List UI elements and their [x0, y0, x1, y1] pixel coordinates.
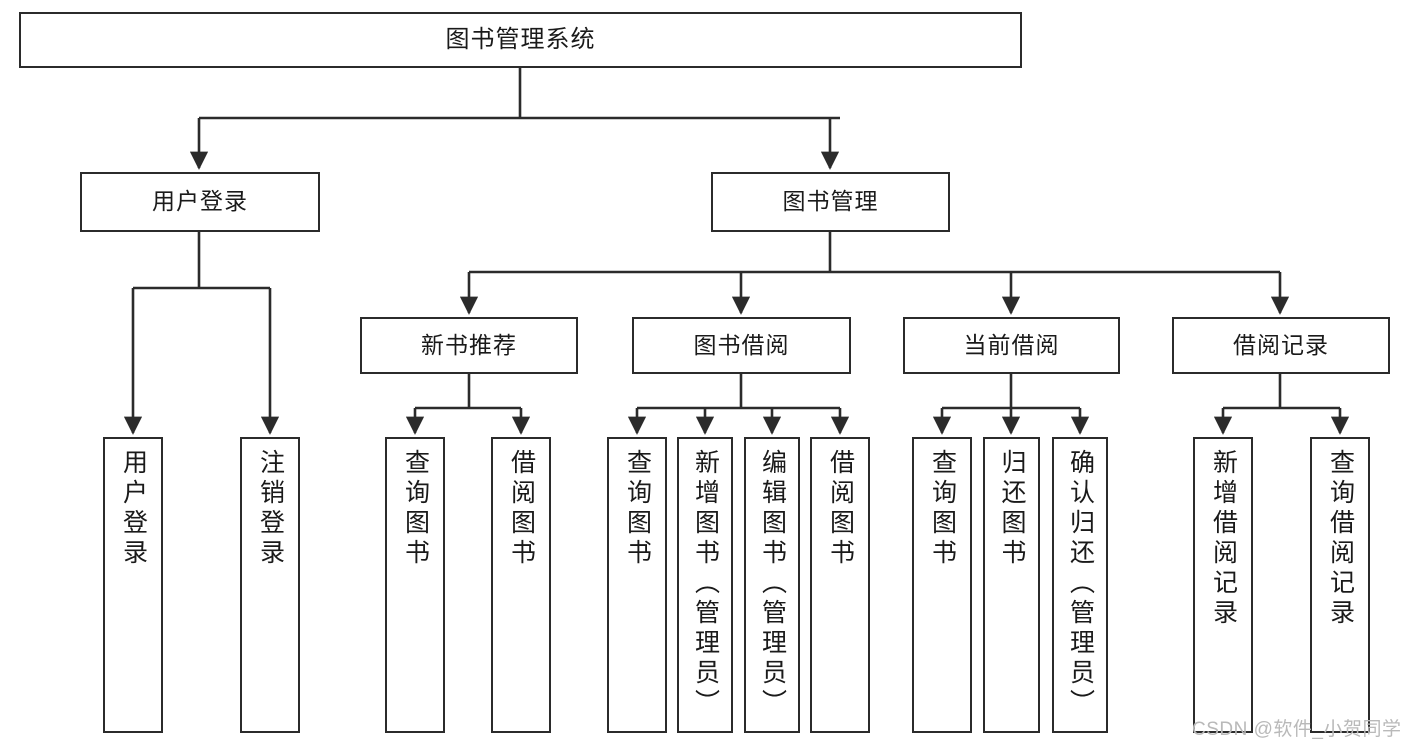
node-root-system[interactable]: 图书管理系统: [19, 12, 1022, 68]
node-label: 新增图书（管理员）: [691, 449, 720, 719]
node-leaf-add-record[interactable]: 新增借阅记录: [1193, 437, 1253, 733]
node-new-book-recommend[interactable]: 新书推荐: [360, 317, 578, 374]
node-label: 图书借阅: [693, 331, 790, 358]
node-label: 用户登录: [152, 188, 248, 215]
node-label: 归还图书: [998, 449, 1026, 569]
node-user-login[interactable]: 用户登录: [80, 172, 320, 232]
node-leaf-query-book-3[interactable]: 查询图书: [912, 437, 972, 733]
node-label: 查询图书: [623, 449, 652, 569]
node-label: 新增借阅记录: [1209, 449, 1238, 629]
node-label: 图书管理: [782, 188, 879, 215]
node-label: 新书推荐: [421, 331, 517, 358]
node-label: 注销登录: [256, 449, 285, 569]
node-leaf-add-book[interactable]: 新增图书（管理员）: [677, 437, 733, 733]
node-label: 借阅图书: [507, 449, 536, 569]
node-label: 查询图书: [401, 449, 430, 569]
watermark-text: CSDN @软件_小贺同学: [1192, 719, 1402, 740]
node-label: 查询借阅记录: [1326, 449, 1355, 629]
node-label: 借阅图书: [826, 449, 855, 569]
node-label: 编辑图书（管理员）: [758, 449, 787, 719]
node-leaf-edit-book[interactable]: 编辑图书（管理员）: [744, 437, 800, 733]
node-label: 借阅记录: [1233, 331, 1329, 358]
node-leaf-borrow-book-2[interactable]: 借阅图书: [810, 437, 870, 733]
node-leaf-query-record[interactable]: 查询借阅记录: [1310, 437, 1370, 733]
node-label: 确认归还（管理员）: [1066, 449, 1095, 719]
node-leaf-borrow-book-1[interactable]: 借阅图书: [491, 437, 551, 733]
node-label: 用户登录: [119, 449, 148, 569]
node-label: 图书管理系统: [445, 25, 596, 53]
node-leaf-logout-login[interactable]: 注销登录: [240, 437, 300, 733]
node-book-borrow[interactable]: 图书借阅: [632, 317, 851, 374]
node-label: 当前借阅: [963, 331, 1060, 358]
node-leaf-query-book-1[interactable]: 查询图书: [385, 437, 445, 733]
node-leaf-query-book-2[interactable]: 查询图书: [607, 437, 667, 733]
node-borrow-record[interactable]: 借阅记录: [1172, 317, 1390, 374]
node-book-manage[interactable]: 图书管理: [711, 172, 950, 232]
node-leaf-return-book[interactable]: 归还图书: [983, 437, 1040, 733]
node-leaf-user-login[interactable]: 用户登录: [103, 437, 163, 733]
node-current-borrow[interactable]: 当前借阅: [903, 317, 1120, 374]
node-label: 查询图书: [928, 449, 957, 569]
node-leaf-confirm-return[interactable]: 确认归还（管理员）: [1052, 437, 1108, 733]
